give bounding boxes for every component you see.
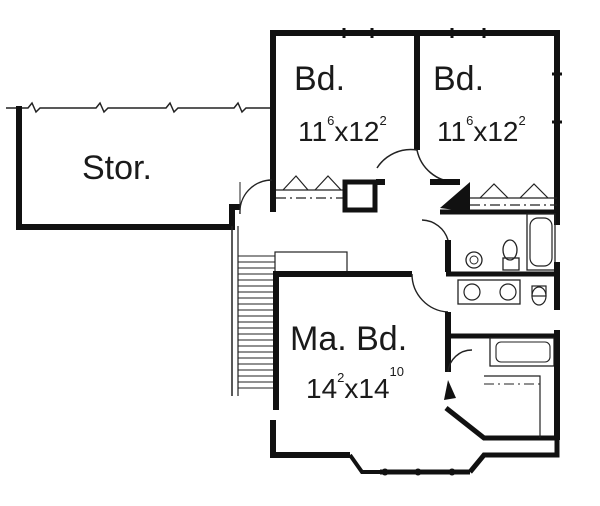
master-bedroom: [270, 271, 560, 476]
room-dimensions-bedroom-1: 116x122: [298, 113, 387, 147]
staircase: [231, 179, 348, 396]
room-name-master-bedroom: Ma. Bd.: [290, 320, 407, 358]
hall-bathroom: [421, 209, 560, 310]
room-dimensions-bedroom-2: 116x122: [437, 113, 526, 147]
room-name-bedroom-1: Bd.: [294, 60, 345, 98]
bedroom-2: [416, 28, 562, 225]
label-bedroom-2: Bd. 116x122: [433, 60, 526, 147]
room-name-bedroom-2: Bd.: [433, 60, 484, 98]
room-name-storage: Stor.: [82, 149, 152, 187]
room-dimensions-master-bedroom: 142x1410: [306, 364, 404, 404]
label-master-bedroom: Ma. Bd. 142x1410: [290, 320, 407, 404]
bedroom-1: [270, 28, 420, 213]
label-bedroom-1: Bd. 116x122: [294, 60, 387, 147]
label-storage: Stor.: [82, 149, 152, 187]
